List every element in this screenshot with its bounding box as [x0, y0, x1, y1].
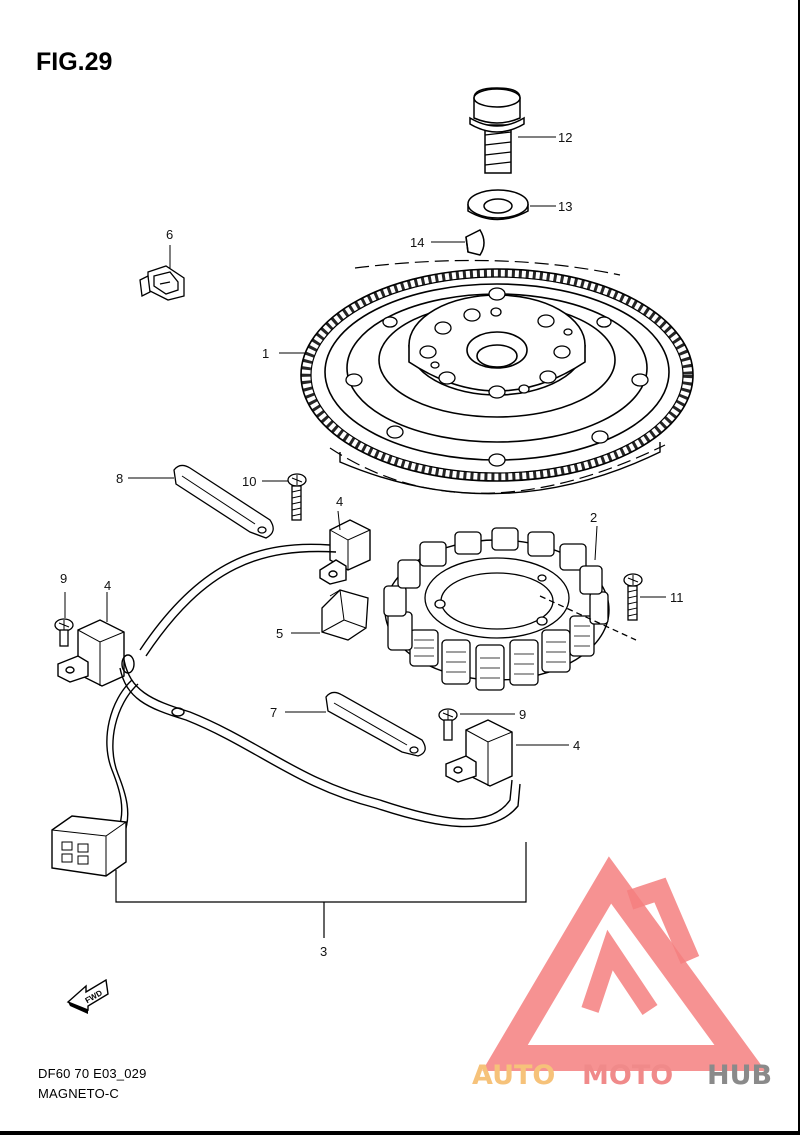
flywheel-part [300, 259, 694, 495]
watermark-part3: HUB [707, 1060, 772, 1091]
screw-part-9b [438, 708, 458, 741]
callout-13: 13 [558, 199, 572, 214]
page-bottom-border [0, 1131, 800, 1135]
screw-part-11 [623, 573, 643, 621]
figure-name: MAGNETO-C [38, 1086, 120, 1101]
stator-coil-part [383, 527, 637, 691]
callout-12: 12 [558, 130, 572, 145]
callout-2: 2 [590, 510, 597, 525]
watermark-part2: MOTO [582, 1060, 673, 1091]
wire-clamp-part-8 [173, 464, 274, 539]
wire-harness-part [51, 519, 527, 938]
figure-title: FIG.29 [36, 48, 113, 76]
wire-clamp-part-7 [325, 691, 426, 757]
fwd-arrow-icon: FWD [66, 978, 109, 1014]
callout-4-left: 4 [104, 578, 111, 593]
callout-8: 8 [116, 471, 123, 486]
callout-3: 3 [320, 944, 327, 959]
figure-code: DF60 70 E03_029 [38, 1066, 147, 1081]
bracket-part-5 [321, 589, 369, 641]
callout-9-right: 9 [519, 707, 526, 722]
callout-5: 5 [276, 626, 283, 641]
washer-part [467, 189, 529, 221]
callout-6: 6 [166, 227, 173, 242]
woodruff-key-part [465, 229, 485, 256]
watermark-logo: AUTO MOTO HUB [472, 856, 772, 1091]
callout-1: 1 [262, 346, 269, 361]
page-border [798, 0, 800, 1135]
leader-lines [64, 136, 666, 746]
callout-10: 10 [242, 474, 256, 489]
callout-7: 7 [270, 705, 277, 720]
callout-4-top: 4 [336, 494, 343, 509]
screw-part-9a [54, 618, 74, 647]
watermark-part1: AUTO [472, 1060, 555, 1091]
callout-4-right: 4 [573, 738, 580, 753]
screw-part-10 [287, 473, 307, 521]
callout-14: 14 [410, 235, 424, 250]
flywheel-bolt-part [469, 87, 525, 174]
callout-9-left: 9 [60, 571, 67, 586]
callout-11: 11 [670, 590, 684, 605]
callout-labels: 1 2 3 4 4 4 5 6 7 8 9 9 10 11 12 13 14 [60, 130, 684, 959]
clip-part [139, 265, 185, 301]
